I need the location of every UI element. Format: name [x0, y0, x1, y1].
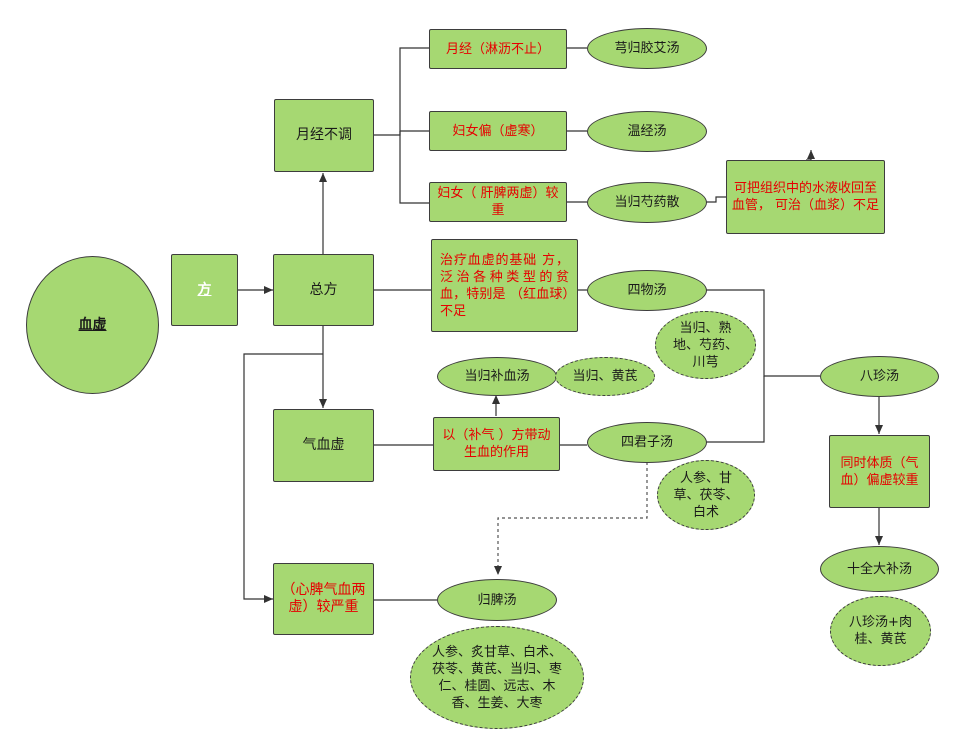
qixuexu-label: 气血虚 — [302, 437, 345, 453]
xionggui-label: 芎归胶艾汤 — [614, 41, 680, 56]
siwu-label: 四物汤 — [627, 283, 667, 298]
siwu-herbs-label: 当归、熟地、芍药、川芎 — [672, 320, 738, 370]
danggui-buxue-label: 当归补血汤 — [464, 369, 530, 384]
fuyu-ganpi-node: 妇女（ 肝脾两虚）较重 — [429, 182, 567, 222]
siwu-node: 四物汤 — [587, 270, 707, 311]
yuejing-butiao-label: 月经不调 — [296, 127, 352, 143]
buxue-herbs-label: 当归、黄芪 — [572, 369, 638, 384]
root-label: 血虚 — [78, 316, 107, 333]
tizhi-note-label: 同时体质（气血）偏虚较重 — [840, 455, 919, 488]
sijunzi-label: 四君子汤 — [620, 435, 673, 450]
shiquan-label: 十全大补汤 — [846, 561, 912, 577]
fuyu-xuhan-node: 妇女偏（虚寒） — [429, 111, 567, 151]
zongfang-label: 总方 — [309, 281, 338, 298]
xinpi-label: （心脾气血两虚）较严重 — [281, 582, 366, 615]
bazhen-label: 八珍汤 — [859, 369, 899, 384]
wenjing-label: 温经汤 — [627, 124, 667, 139]
wenjing-node: 温经汤 — [587, 111, 707, 152]
tizhi-note-node: 同时体质（气血）偏虚较重 — [829, 435, 930, 508]
sijunzi-node: 四君子汤 — [587, 422, 707, 463]
root-node: 血虚 — [26, 256, 159, 394]
siwu-herbs-node: 当归、熟地、芍药、川芎 — [655, 311, 756, 379]
xionggui-node: 芎归胶艾汤 — [587, 28, 707, 69]
guipi-label: 归脾汤 — [477, 592, 517, 608]
zhiliao-note-label: 治疗血虚的基础 方，泛治各种类型的贫血，特别是 （红血球）不足 — [440, 252, 569, 319]
edge-yuejing-branches — [374, 47, 429, 136]
shiquan-herbs-node: 八珍汤+肉桂、黄芪 — [830, 596, 931, 666]
sijunzi-herbs-node: 人参、甘草、茯苓、白术 — [657, 460, 755, 530]
yuejing-linli-node: 月经（淋沥不止） — [429, 29, 567, 69]
danggui-shaoyao-label: 当归芍药散 — [614, 195, 680, 210]
fuyu-ganpi-label: 妇女（ 肝脾两虚）较重 — [437, 186, 559, 218]
fang-node: 方 — [171, 254, 238, 326]
sijunzi-herbs-label: 人参、甘草、茯苓、白术 — [673, 470, 739, 520]
xinpi-node: （心脾气血两虚）较严重 — [273, 563, 374, 635]
edge-danggui-note — [706, 196, 726, 203]
danggui-shaoyao-node: 当归芍药散 — [587, 182, 707, 223]
edge-sijunzi-guipi — [494, 462, 648, 575]
zhiliao-note-node: 治疗血虚的基础 方，泛治各种类型的贫血，特别是 （红血球）不足 — [431, 239, 578, 332]
zongfang-node: 总方 — [273, 254, 374, 326]
fuyu-xuhan-label: 妇女偏（虚寒） — [452, 123, 544, 139]
edge-siwu-bazhen — [706, 289, 820, 377]
buqi-note-node: 以（补气 ）方带动生血的作用 — [433, 417, 560, 471]
guipi-node: 归脾汤 — [437, 579, 557, 621]
edge-sijunzi-bazhen — [706, 376, 765, 443]
fang-label: 方 — [197, 281, 212, 298]
shuiye-note-node: 可把组织中的水液收回至血管， 可治（血浆）不足 — [726, 160, 885, 234]
buqi-note-label: 以（补气 ）方带动生血的作用 — [442, 428, 551, 460]
guipi-herbs-label: 人参、炙甘草、白术、茯苓、黄芪、当归、枣仁、桂圆、远志、木香、生姜、大枣 — [431, 644, 562, 711]
guipi-herbs-node: 人参、炙甘草、白术、茯苓、黄芪、当归、枣仁、桂圆、远志、木香、生姜、大枣 — [410, 626, 584, 729]
shuiye-note-label: 可把组织中的水液收回至血管， 可治（血浆）不足 — [731, 181, 880, 213]
shiquan-node: 十全大补汤 — [820, 546, 939, 592]
edge-zongfang-xinpi — [243, 353, 323, 603]
bazhen-node: 八珍汤 — [820, 356, 939, 397]
qixuexu-node: 气血虚 — [273, 409, 374, 482]
yuejing-butiao-node: 月经不调 — [274, 99, 374, 172]
edge-note-top — [806, 150, 815, 161]
yuejing-linli-label: 月经（淋沥不止） — [445, 41, 550, 57]
danggui-buxue-node: 当归补血汤 — [437, 357, 557, 396]
buxue-herbs-node: 当归、黄芪 — [555, 357, 655, 396]
shiquan-herbs-label: 八珍汤+肉桂、黄芪 — [849, 615, 912, 647]
